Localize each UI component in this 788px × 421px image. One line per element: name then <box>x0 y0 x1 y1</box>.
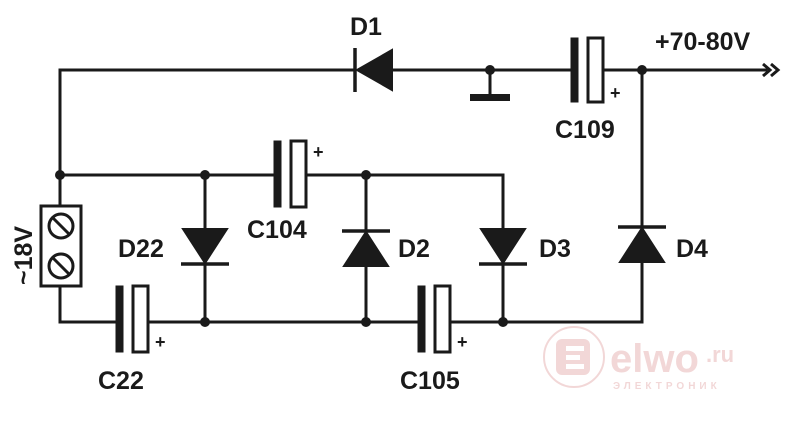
label-c104: C104 <box>247 216 307 244</box>
label-d3: D3 <box>539 235 571 263</box>
capacitor-c105 <box>417 284 452 354</box>
diode-d22 <box>181 228 229 266</box>
plus-c105: + <box>457 332 468 352</box>
label-c109: C109 <box>555 116 615 144</box>
watermark-brand: elwo <box>610 337 699 381</box>
node <box>361 170 371 180</box>
wires <box>58 68 768 324</box>
capacitor-c22 <box>115 284 150 354</box>
label-c105: C105 <box>400 367 460 395</box>
node <box>361 317 371 327</box>
watermark-logo: elwo .ru ЭЛЕКТРОНИК <box>543 326 734 392</box>
capacitor-c109 <box>570 36 605 104</box>
node <box>637 65 647 75</box>
input-terminal-block <box>39 204 83 288</box>
plus-c104: + <box>313 142 324 162</box>
plus-c22: + <box>155 332 166 352</box>
label-d2: D2 <box>398 235 430 263</box>
label-c22: C22 <box>98 367 144 395</box>
label-output: +70-80V <box>655 28 751 56</box>
diode-d3 <box>479 228 527 266</box>
label-input: ~18V <box>10 226 38 285</box>
watermark-tagline: ЭЛЕКТРОНИК <box>613 381 721 392</box>
ground-symbol <box>470 94 510 101</box>
output-arrow-icon <box>762 62 781 78</box>
label-d4: D4 <box>676 235 708 263</box>
label-d1: D1 <box>350 13 382 41</box>
junction-nodes <box>55 65 647 327</box>
wire-bottom-left <box>58 284 120 324</box>
watermark-tld: .ru <box>706 342 734 367</box>
node <box>55 170 65 180</box>
node <box>200 170 210 180</box>
diode-d1 <box>353 48 393 92</box>
diode-d4 <box>618 225 666 263</box>
node <box>485 65 495 75</box>
diode-d2 <box>342 229 390 267</box>
label-d22: D22 <box>118 235 164 263</box>
plus-c109: + <box>610 83 621 103</box>
wire-top-left <box>58 68 354 208</box>
node <box>200 317 210 327</box>
node <box>498 317 508 327</box>
capacitor-c104 <box>273 139 308 209</box>
